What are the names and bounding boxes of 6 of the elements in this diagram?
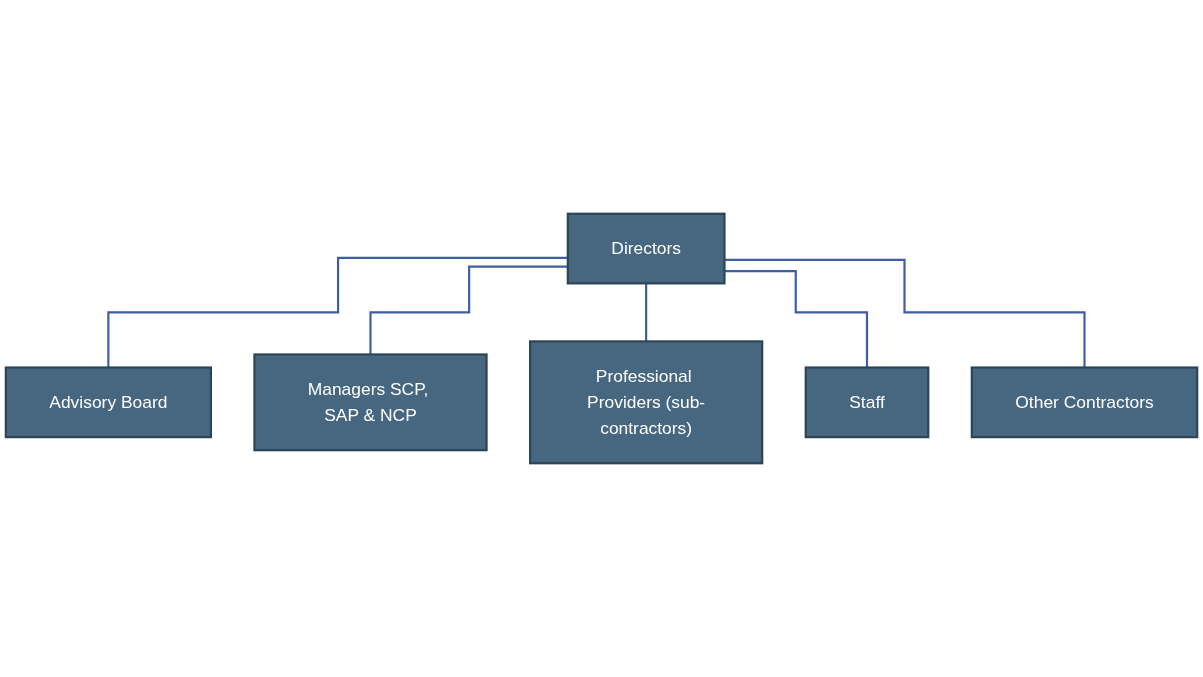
node-box: Other Contractors	[970, 366, 1199, 439]
node-box: Staff	[804, 366, 930, 439]
node-box: Professional Providers (sub-contractors)	[529, 340, 764, 465]
node-box: Advisory Board	[4, 366, 212, 439]
node-box: Managers SCP, SAP & NCP	[253, 353, 488, 452]
node-box: Directors	[566, 212, 726, 285]
